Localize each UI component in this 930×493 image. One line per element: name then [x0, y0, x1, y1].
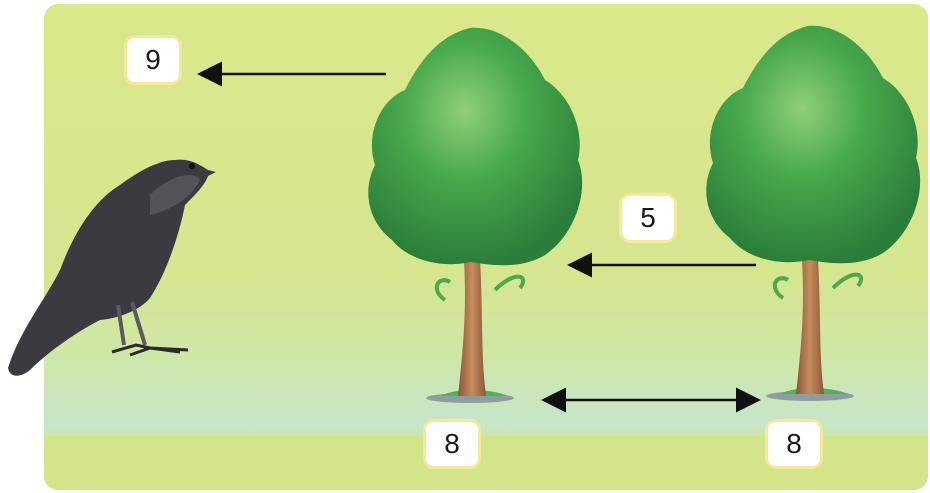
label-right-tree-base: 8: [768, 422, 820, 466]
label-left-tree-base: 8: [426, 422, 478, 466]
label-between-trees: 5: [622, 196, 674, 240]
tree-right-icon: [706, 25, 921, 401]
label-bird-to-tree: 9: [127, 38, 179, 82]
bird-icon: [8, 159, 216, 376]
tree-left-icon: [368, 27, 583, 403]
